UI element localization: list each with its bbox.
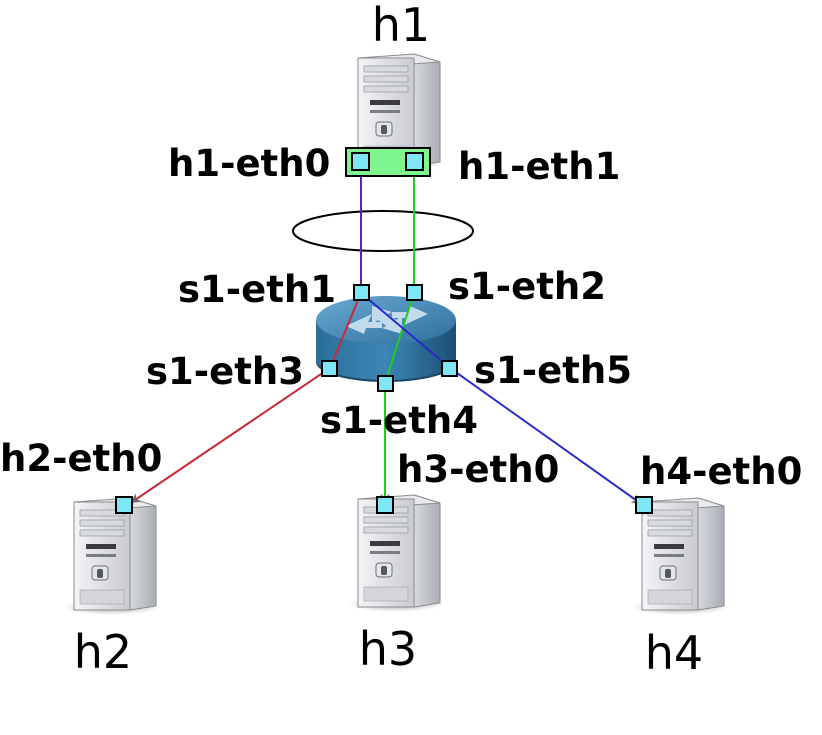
label-s1-eth2: s1-eth2 — [448, 265, 606, 308]
label-h4-eth0: h4-eth0 — [640, 450, 802, 493]
host-h3 — [347, 494, 445, 613]
bond-ellipse — [292, 210, 474, 252]
port-h1-eth0 — [351, 152, 370, 171]
link-s1-eth3-h2-eth0 — [130, 367, 331, 504]
host-h2 — [63, 497, 161, 616]
host-h4 — [631, 497, 729, 616]
host-label-h4: h4 — [645, 626, 703, 680]
port-h2-eth0 — [115, 496, 133, 514]
computer-icon — [631, 497, 729, 616]
label-s1-eth3: s1-eth3 — [146, 350, 304, 393]
switch-arrows-icon — [346, 306, 428, 334]
port-h1-eth1 — [405, 152, 424, 171]
label-s1-eth4: s1-eth4 — [320, 399, 478, 442]
link-s1-eth5-h4-eth0 — [449, 367, 642, 505]
label-h3-eth0: h3-eth0 — [397, 448, 559, 491]
label-s1-eth1: s1-eth1 — [178, 268, 336, 311]
host-label-h3: h3 — [359, 622, 417, 676]
port-s1-eth5 — [441, 360, 458, 377]
computer-icon — [63, 497, 161, 616]
computer-icon — [347, 494, 445, 613]
port-h3-eth0 — [376, 496, 394, 514]
link-s1-eth1-s1-eth3-internal — [329, 292, 362, 369]
label-s1-eth5: s1-eth5 — [474, 349, 632, 392]
port-s1-eth3 — [321, 360, 338, 377]
link-s1-eth1-s1-eth5-internal — [360, 292, 451, 369]
label-h2-eth0: h2-eth0 — [0, 437, 162, 480]
port-h4-eth0 — [635, 496, 653, 514]
host-label-h2: h2 — [74, 625, 132, 679]
host-label-h1: h1 — [372, 0, 430, 52]
switch-s1 — [316, 296, 456, 382]
label-h1-eth1: h1-eth1 — [458, 145, 620, 188]
link-s1-eth2-s1-eth4-internal — [384, 292, 415, 384]
label-h1-eth0: h1-eth0 — [168, 142, 330, 185]
port-s1-eth4 — [377, 375, 394, 392]
port-s1-eth1 — [353, 284, 370, 301]
port-s1-eth2 — [406, 284, 423, 301]
